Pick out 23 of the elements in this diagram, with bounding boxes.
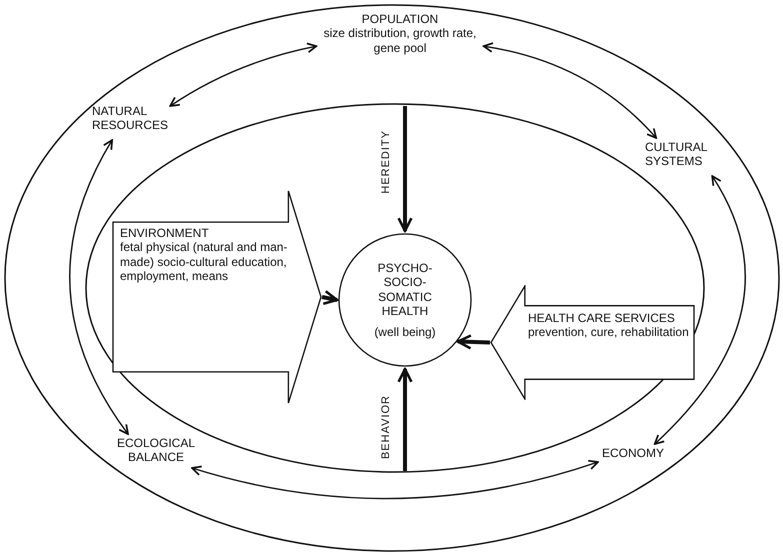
heading-label: HEALTH CARE SERVICES bbox=[528, 311, 676, 326]
thick-arrow bbox=[397, 368, 413, 471]
thick-arrow bbox=[322, 290, 338, 306]
description-text: (well being) bbox=[373, 324, 437, 339]
description-text: prevention, cure, rehabilitation bbox=[528, 325, 690, 340]
edge-label: BEHAVIOR bbox=[380, 395, 392, 460]
description-text: fetal physical (natural and man-made) socio-cultural education, employment, means bbox=[120, 240, 288, 284]
double-arrow bbox=[654, 175, 746, 445]
double-arrow bbox=[169, 42, 318, 107]
heading-label: ENVIRONMENT bbox=[120, 226, 210, 240]
edge-label: HEREDITY bbox=[380, 130, 392, 194]
description-text: size distribution, growth rate, gene pool bbox=[322, 26, 478, 56]
double-arrow bbox=[191, 460, 599, 500]
double-arrow bbox=[69, 139, 129, 435]
heading-label: CULTURAL SYSTEMS bbox=[645, 140, 708, 169]
double-arrow bbox=[482, 42, 658, 139]
heading-label: ECOLOGICAL BALANCE bbox=[116, 436, 196, 465]
heading-label: ECONOMY bbox=[600, 446, 665, 460]
thick-arrow bbox=[456, 334, 490, 350]
heading-label: POPULATION bbox=[360, 12, 440, 26]
heading-label: PSYCHO-SOCIO-SOMATIC HEALTH bbox=[376, 261, 434, 319]
thick-arrow bbox=[397, 106, 413, 232]
heading-label: NATURAL RESOURCES bbox=[92, 104, 170, 133]
